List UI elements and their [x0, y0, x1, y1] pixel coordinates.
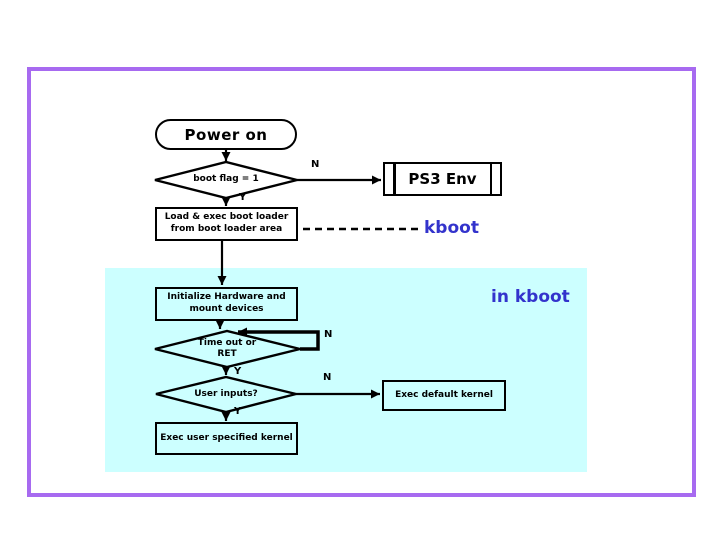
user-inputs-n-label: N	[323, 372, 332, 383]
boot-flag-y-label: Y	[239, 192, 247, 203]
exec-default-label: Exec default kernel	[395, 389, 493, 400]
timeout-n-label: N	[324, 329, 333, 340]
timeout-label-line1: Time out or	[197, 338, 257, 348]
load-exec-line1: Load & exec boot loader	[164, 212, 289, 223]
load-exec-box: Load & exec boot loader from boot loader…	[155, 207, 298, 241]
ps3-env-process: PS3 Env	[383, 162, 502, 196]
in-kboot-region	[105, 268, 587, 472]
in-kboot-annotation: in kboot	[491, 287, 570, 307]
power-on-label: Power on	[184, 125, 268, 144]
predefined-process-bar-left	[393, 164, 396, 194]
load-exec-line2: from boot loader area	[170, 224, 283, 234]
initialize-line2: mount devices	[189, 304, 264, 314]
exec-default-kernel-box: Exec default kernel	[382, 380, 506, 411]
predefined-process-bar-right	[489, 164, 492, 194]
timeout-label-line2: RET	[217, 349, 237, 360]
user-inputs-y-label: Y	[234, 406, 242, 417]
power-on-terminator: Power on	[155, 119, 297, 150]
exec-user-kernel-box: Exec user specified kernel	[155, 422, 298, 455]
initialize-line1: Initialize Hardware and	[167, 292, 286, 303]
ps3-env-label: PS3 Env	[408, 170, 477, 188]
timeout-y-label: Y	[234, 366, 242, 377]
exec-user-label: Exec user specified kernel	[160, 432, 293, 443]
user-inputs-label: User inputs?	[194, 389, 258, 399]
boot-flag-n-label: N	[311, 159, 320, 170]
initialize-hardware-box: Initialize Hardware and mount devices	[155, 287, 298, 321]
timeout-label: Time out or RET	[157, 338, 297, 361]
boot-flag-label: boot flag = 1	[193, 174, 259, 184]
kboot-annotation: kboot	[424, 218, 479, 238]
